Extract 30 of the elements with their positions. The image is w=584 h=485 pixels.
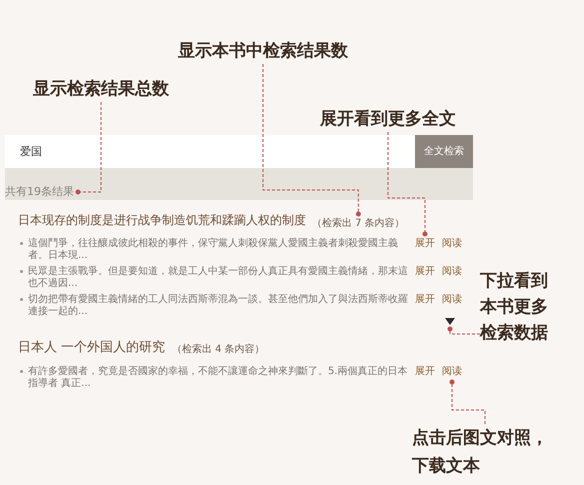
search-button: 全文检索 [415,135,473,168]
snippet-text: 有許多愛國者，究竟是否國家的幸福，不能不讓運命之神來判斷了。5.兩個真正的日本指導者 真正... [28,366,409,390]
annotation-text: 展开看到更多全文 [320,106,456,132]
book-title: 日本人 一个外国人的研究 [18,340,166,356]
leader-line [388,132,428,236]
expand-link: 展开 [415,266,435,278]
match-count-text: （检索出 7 条内容） [312,218,405,230]
expand-link: 展开 [415,366,435,378]
snippet-text: 這個鬥爭，往往釀成彼此相殺的事件，保守黨人刺殺保黨人愛國主義者刺殺愛國主義者。日本現... [28,238,399,262]
read-link: 阅读 [442,366,462,378]
leader-line [450,380,486,424]
leader-line [76,102,102,194]
dropdown-triangle-icon [445,318,455,325]
expand-link: 展开 [415,294,435,306]
annotation-text: 显示检索结果总数 [33,76,169,102]
leader-line [448,326,480,334]
snippet-text: 民眾是主張戰爭。但是要知道，就是工人中某一部份人真正具有愛國主義情緒，那末這也不過因... [28,266,409,290]
annotation-text: 下拉看到本书更多检索数据 [480,268,552,346]
annotation-text: 点击后图文对照，下载文本 [412,424,558,480]
read-link: 阅读 [442,238,462,250]
read-link: 阅读 [442,294,462,306]
book-title: 日本现存的制度是进行战争制造饥荒和蹂躏人权的制度 [18,212,306,228]
expand-link: 展开 [415,238,435,250]
annotation-text: 显示本书中检索结果数 [178,38,348,64]
result-count-text: 共有19条结果 [5,185,74,199]
read-link: 阅读 [442,266,462,278]
match-count-text: （检索出 4 条内容） [172,344,265,356]
search-field: 爱国 [5,135,415,168]
leader-line [262,64,361,216]
snippet-text: 切勿把帶有愛國主義情緒的工人同法西斯蒂混為一談。甚至他們加入了與法西斯蒂收羅連接一起的... [28,294,409,318]
